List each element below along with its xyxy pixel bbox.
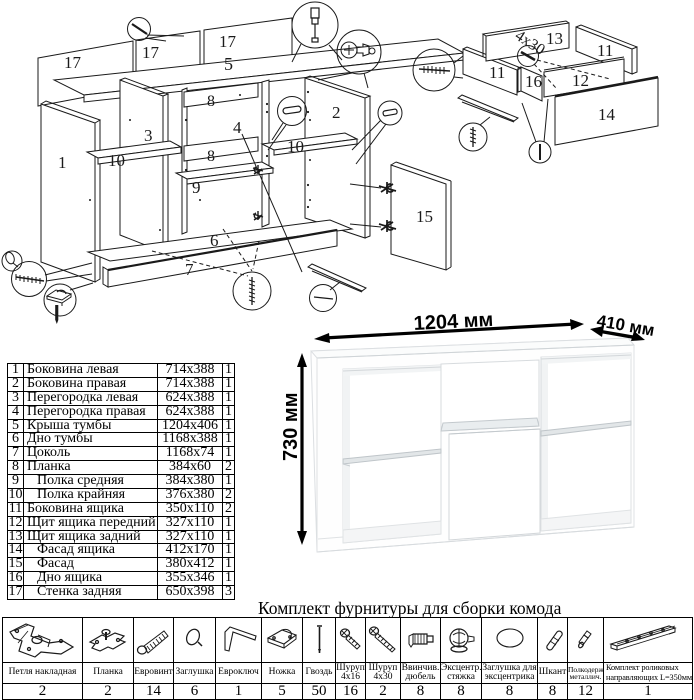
svg-text:2: 2 <box>332 103 341 122</box>
svg-text:11: 11 <box>489 63 505 82</box>
svg-text:6: 6 <box>210 231 219 250</box>
svg-text:17: 17 <box>64 53 82 72</box>
svg-text:17: 17 <box>219 32 237 51</box>
svg-text:17: 17 <box>142 43 160 62</box>
svg-text:11: 11 <box>597 41 613 60</box>
svg-text:12: 12 <box>572 71 589 90</box>
svg-text:1: 1 <box>58 153 67 172</box>
svg-text:9: 9 <box>192 178 201 197</box>
svg-text:7: 7 <box>185 260 194 279</box>
svg-text:730 мм: 730 мм <box>280 392 302 461</box>
svg-text:16: 16 <box>525 72 542 91</box>
svg-text:3: 3 <box>144 126 153 145</box>
svg-text:5: 5 <box>224 54 233 74</box>
svg-text:15: 15 <box>416 207 433 226</box>
svg-text:14: 14 <box>598 105 616 124</box>
svg-text:1204 мм: 1204 мм <box>413 309 494 335</box>
svg-text:8: 8 <box>207 148 215 165</box>
svg-text:10: 10 <box>108 151 125 170</box>
svg-text:8: 8 <box>207 93 215 110</box>
svg-text:4: 4 <box>233 118 242 137</box>
svg-text:13: 13 <box>546 29 563 48</box>
svg-text:10: 10 <box>287 137 304 156</box>
